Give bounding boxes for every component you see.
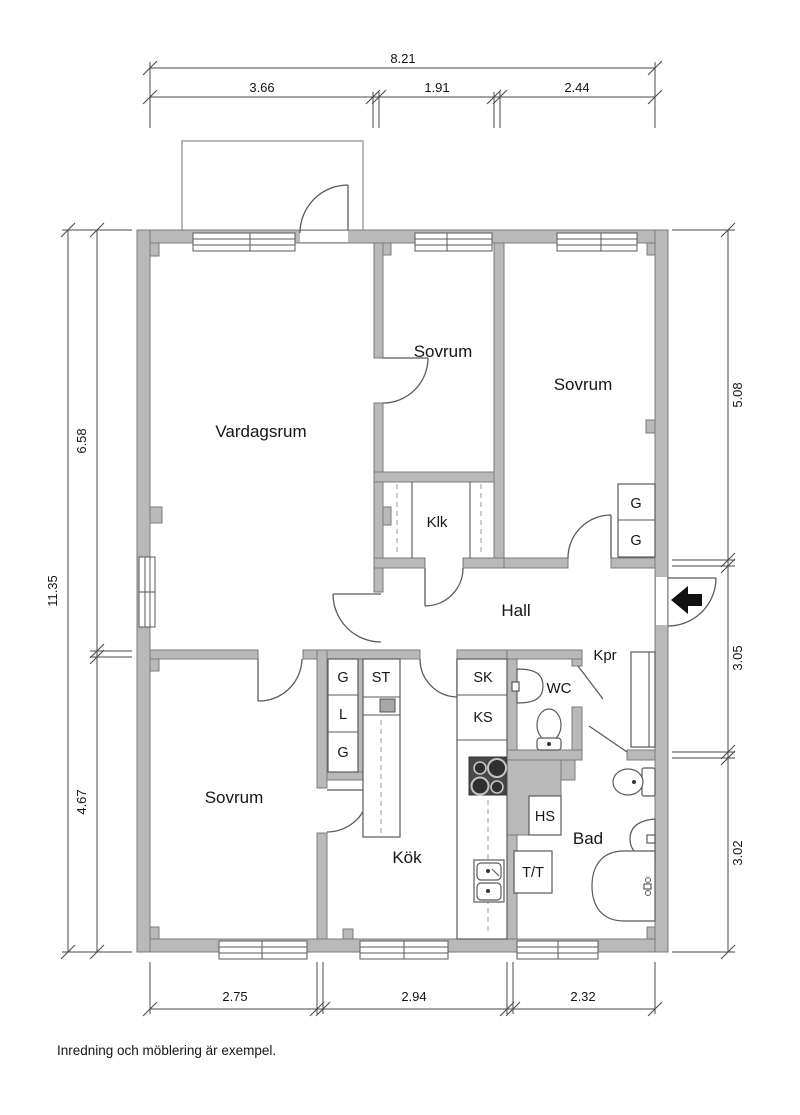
- window-top-sovrum-mid: [414, 232, 493, 252]
- kitchen-sink: [473, 859, 505, 903]
- dim-label-right-1: 5.08: [730, 382, 745, 407]
- room-label-vardagsrum: Vardagsrum: [215, 422, 306, 441]
- dim-label-right-3: 3.02: [730, 840, 745, 865]
- footer-note: Inredning och möblering är exempel.: [57, 1043, 276, 1058]
- wc-toilet: [536, 708, 562, 751]
- window-top-sovrum-right: [556, 232, 638, 252]
- dim-label-top-2: 1.91: [424, 80, 449, 95]
- room-label-sovrum-bottom: Sovrum: [205, 788, 264, 807]
- dim-left: 11.35 6.58 4.67: [45, 222, 132, 960]
- wc-sink: [511, 668, 544, 704]
- kitchen-stove: [468, 756, 507, 796]
- cab-label-st: ST: [372, 670, 391, 686]
- room-label-sovrum-top: Sovrum: [414, 342, 473, 361]
- cab-label-tt: T/T: [522, 865, 544, 881]
- cab-label-ks: KS: [473, 710, 492, 726]
- door-hall-kok: [419, 658, 458, 698]
- dim-label-top-1: 3.66: [249, 80, 274, 95]
- cab-label-l1: L: [339, 707, 347, 723]
- klk-rails: [396, 482, 482, 558]
- door-bad: [588, 725, 628, 753]
- room-label-kok: Kök: [392, 848, 422, 867]
- window-top-vardagsrum: [192, 232, 296, 252]
- bathtub: [591, 850, 656, 922]
- door-entrance: [656, 577, 717, 627]
- room-label-sovrum-right: Sovrum: [554, 375, 613, 394]
- cab-label-g3: G: [630, 496, 641, 512]
- door-hall-vardagsrum: [332, 593, 382, 643]
- door-sovrum-right: [567, 514, 612, 559]
- dim-label-left-total: 11.35: [45, 575, 60, 607]
- room-label-klk: Klk: [427, 514, 448, 531]
- room-label-bad: Bad: [573, 829, 603, 848]
- cab-label-sk: SK: [473, 670, 493, 686]
- gg-cabinet: [617, 483, 656, 558]
- room-label-wc: WC: [547, 680, 572, 697]
- st-cabinet: [362, 658, 401, 838]
- door-balcony: [299, 184, 349, 242]
- dim-label-top-total: 8.21: [390, 51, 415, 66]
- dim-top: 8.21 3.66 1.91 2.44: [142, 51, 663, 128]
- door-wc: [577, 665, 604, 700]
- dim-label-bottom-2: 2.94: [401, 989, 426, 1004]
- door-sovrum-bottom: [257, 658, 303, 702]
- window-bottom-sovrum: [218, 940, 308, 960]
- bad-toilet: [612, 767, 656, 797]
- dim-label-top-3: 2.44: [564, 80, 589, 95]
- kpr-cabinet: [630, 651, 656, 748]
- window-bottom-bad: [516, 940, 599, 960]
- tt-washer: [513, 850, 553, 894]
- door-sovrum-mid: [382, 357, 429, 404]
- room-label-hall: Hall: [501, 601, 530, 620]
- hs-cabinet: [528, 795, 562, 836]
- dim-label-bottom-1: 2.75: [222, 989, 247, 1004]
- dim-label-left-2: 4.67: [74, 789, 89, 814]
- window-bottom-kok: [359, 940, 449, 960]
- dim-label-left-1: 6.58: [74, 428, 89, 453]
- dim-label-bottom-3: 2.32: [570, 989, 595, 1004]
- cab-label-g1: G: [337, 670, 348, 686]
- cab-label-g4: G: [630, 533, 641, 549]
- door-klk: [424, 567, 464, 607]
- dim-bottom: 2.75 2.94 2.32: [142, 962, 663, 1017]
- entrance-arrow-icon: [671, 586, 702, 614]
- interior-walls: [149, 242, 656, 940]
- cab-label-hs: HS: [535, 809, 555, 825]
- dim-right: 5.08 3.05 3.02: [672, 222, 745, 960]
- room-label-kpr: Kpr: [593, 647, 616, 664]
- glg-cabinet: [327, 658, 359, 773]
- cab-label-g2: G: [337, 745, 348, 761]
- window-left-vardagsrum: [138, 556, 156, 628]
- dim-label-right-2: 3.05: [730, 645, 745, 670]
